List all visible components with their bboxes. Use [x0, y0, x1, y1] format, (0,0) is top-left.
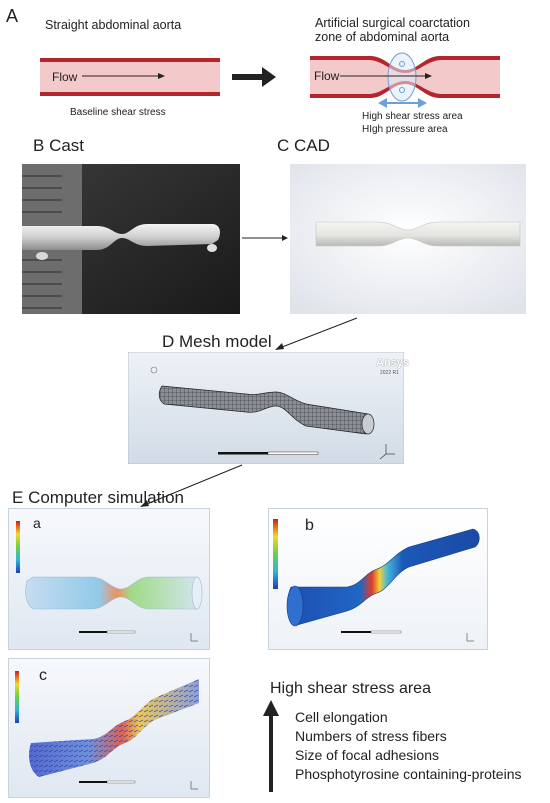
panel-a-diagram: [40, 52, 500, 108]
panel-d-label: D Mesh model: [162, 332, 272, 351]
up-arrow-icon: [263, 700, 279, 792]
mesh-axis-triad-icon: [379, 444, 395, 460]
high-shear-label: High shear stress area: [362, 111, 463, 122]
flow-label-left: Flow: [52, 70, 78, 84]
flow-label-right: Flow: [314, 69, 340, 83]
straight-aorta-title: Straight abdominal aorta: [45, 18, 182, 32]
ansys-brand: Ansys: [376, 357, 410, 369]
baseline-shear-label: Baseline shear stress: [70, 107, 166, 118]
sim-a-label: a: [33, 515, 41, 531]
double-arrow-icon: [378, 98, 427, 108]
panel-a-letter: A: [6, 6, 19, 26]
summary-item: Phosphotyrosine containing-proteins: [295, 766, 522, 782]
summary-item: Cell elongation: [295, 709, 388, 725]
cad-model: [290, 164, 526, 314]
coarctation-title-line2: zone of abdominal aorta: [315, 30, 450, 44]
stenosis-zone-highlight: [387, 52, 417, 102]
panel-c-label: C CAD: [277, 136, 330, 155]
transition-arrow-icon: [232, 67, 276, 87]
sim-b-label: b: [305, 517, 314, 534]
sim-c-label: c: [39, 667, 47, 684]
panel-b-label: B Cast: [33, 136, 85, 155]
arrow-d-to-e-icon: [140, 464, 243, 507]
cast-photo: [22, 164, 240, 314]
simulation-shear-vectors: c: [8, 658, 210, 798]
summary-heading: High shear stress area: [270, 680, 431, 697]
ansys-version: 2022 R1: [380, 370, 399, 376]
arrow-b-to-c-icon: [242, 235, 288, 241]
coarctation-title-line1: Artificial surgical coarctation: [315, 16, 470, 30]
high-pressure-label: HIgh pressure area: [362, 124, 448, 135]
summary-item: Numbers of stress fibers: [295, 728, 447, 744]
simulation-velocity: a: [8, 508, 210, 650]
simulation-wall-shear: b: [268, 508, 488, 650]
mesh-model: [128, 352, 404, 464]
straight-vessel: [40, 58, 220, 96]
summary-item: Size of focal adhesions: [295, 747, 439, 763]
arrow-c-to-d-icon: [275, 317, 358, 350]
panel-e-label: E Computer simulation: [12, 488, 184, 507]
mesh-scale-bar: [218, 451, 319, 455]
